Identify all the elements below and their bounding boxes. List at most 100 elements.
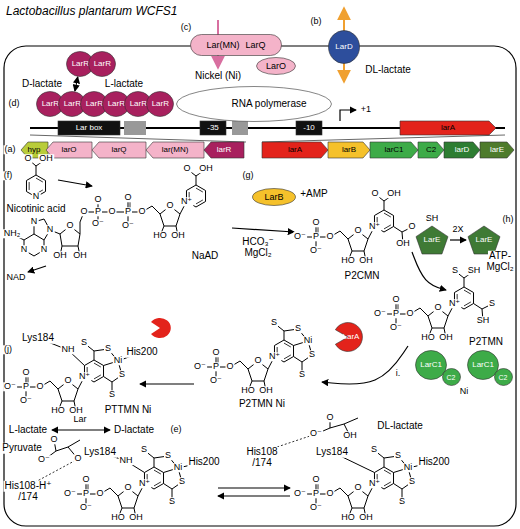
atom-label: HO [152, 231, 168, 240]
atom-label: OH [395, 239, 411, 248]
bond [464, 290, 471, 294]
connector [75, 77, 78, 91]
bond [56, 447, 68, 451]
annotation-label: Nickel (Ni) [194, 71, 242, 82]
atom-label: N⁺ [368, 222, 381, 231]
atom-label: O [370, 189, 379, 198]
reaction-arrow [412, 252, 446, 290]
node-text: Lar box [76, 124, 103, 132]
dna-box [124, 121, 146, 135]
node-text: larQ [111, 146, 126, 154]
reaction-arrow [140, 383, 194, 384]
atom-label: O⁻ [209, 376, 223, 385]
annotation-label: P2TMN [468, 337, 504, 348]
annotation-label: His108-H⁺ [4, 481, 53, 492]
atom-label: S [308, 350, 316, 359]
atom-label: HO [240, 386, 256, 395]
atom-label: P [312, 232, 320, 241]
atom-label: N⁺ [368, 479, 381, 488]
atom-label: S [270, 318, 278, 327]
atom-label: OH [170, 231, 186, 240]
atom-label: O [407, 222, 416, 231]
annotation-label: N [46, 225, 55, 234]
atom-label: O [35, 382, 44, 391]
atom-label: OH [128, 513, 144, 522]
reaction-arrow [218, 495, 290, 496]
atom-label: P [124, 207, 132, 216]
node-text: LarO [266, 62, 286, 71]
bond [394, 227, 402, 233]
atom-label: N⁺ [448, 299, 461, 308]
annotation-label: Ni [459, 387, 470, 396]
annotation-label: (b) [310, 17, 323, 26]
node-text: LarC1 [472, 361, 494, 369]
atom-label: O [353, 226, 362, 235]
atom-label: O [81, 475, 90, 484]
dna-box: -10 [296, 121, 322, 135]
annotation-label: Lys184 [21, 333, 55, 344]
enzyme-ellipse: LarB [252, 188, 296, 206]
bond [36, 178, 43, 182]
gene-arrow: larR [204, 142, 244, 158]
bond [384, 482, 391, 486]
node-text: RNA polymerase [231, 99, 306, 109]
annotation-label: (f) [3, 171, 14, 180]
atom-label: O [325, 232, 334, 241]
annotation-label: O⁻ [37, 455, 51, 464]
annotation-label: NH [61, 345, 76, 354]
atom-label: O [225, 362, 234, 371]
gene-arrow: larA [400, 121, 496, 135]
annotation-label: (h) [502, 215, 515, 224]
atom-label: Ni [173, 463, 184, 472]
atom-label: S [394, 451, 402, 460]
annotation-label: Lys184 [83, 447, 117, 458]
atom-label: S [178, 477, 186, 486]
enzyme-pacman: LarA [330, 322, 366, 352]
atom-label: O [21, 368, 30, 377]
annotation-label: (a) [4, 145, 17, 154]
polymerase-ellipse: RNA polymerase [176, 86, 332, 122]
atom-label: O [353, 483, 362, 492]
reaction-arrow [322, 346, 408, 384]
node-text: C2 [426, 146, 436, 154]
bond [394, 484, 402, 490]
annotation-label: OH [38, 154, 54, 163]
annotation-label: OH [342, 431, 358, 440]
node-text: C2 [447, 374, 456, 381]
dna-box: Lar box [58, 121, 120, 135]
annotation-label: O [49, 435, 58, 444]
annotation-label: (e) [170, 425, 183, 434]
annotation-label: D-lactate [113, 425, 155, 436]
atom-label: P [82, 489, 90, 498]
bond [29, 182, 30, 190]
annotation-label: NH₂ [3, 229, 22, 238]
protein-circle: LarR [146, 91, 174, 117]
bond [384, 458, 385, 467]
annotation-label: Nicotinic acid [6, 204, 67, 215]
bond [284, 331, 285, 340]
node-text: larC1 [384, 146, 403, 154]
annotation-label: O [93, 195, 102, 204]
annotation-label: P2TMN Ni [238, 399, 286, 410]
gene-arrow: larD [444, 142, 480, 158]
atom-label: S [118, 370, 126, 379]
atom-label: Ni [303, 336, 314, 345]
dna-box: -35 [200, 121, 226, 135]
node-text: LarA [343, 333, 360, 341]
annotation-label: (d) [8, 99, 21, 108]
annotation-label: O [325, 413, 334, 422]
annotation-label: +1 [360, 105, 372, 114]
annotation-label: HCO₃⁻ [241, 237, 275, 248]
reaction-arrow [218, 487, 290, 488]
annotation-label: SH [425, 214, 440, 223]
annotation-label: O [73, 454, 82, 463]
node-text: Lar(MN) [206, 41, 239, 50]
atom-label: O⁻ [121, 221, 135, 230]
start-arrow [340, 110, 356, 121]
atom-label: O⁻ [19, 396, 33, 405]
atom-label: HO [340, 256, 356, 265]
gene-arrow: larA [262, 142, 328, 158]
node-text: LarR [64, 100, 81, 108]
enzyme-shape [151, 318, 171, 338]
atom-label: O⁻ [309, 503, 323, 512]
